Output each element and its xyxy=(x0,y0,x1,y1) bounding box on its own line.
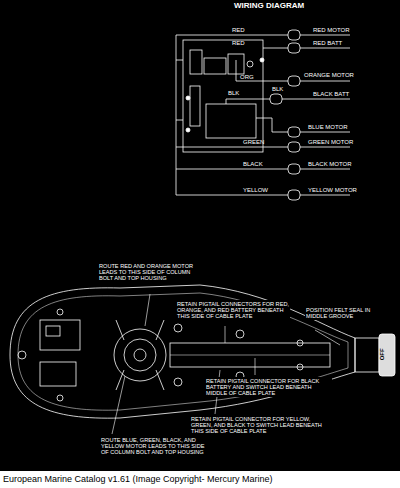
wire-label: RED MOTOR xyxy=(313,27,350,34)
wire-label: GREEN MOTOR xyxy=(308,139,353,146)
wire-label: ORG xyxy=(240,74,254,81)
wires xyxy=(176,35,350,195)
diagram-title: WIRING DIAGRAM xyxy=(234,1,304,10)
wire-label: RED xyxy=(232,27,245,34)
wire-label: YELLOW MOTOR xyxy=(308,187,357,194)
assembly-note: ROUTE RED AND ORANGE MOTOR LEADS TO THIS… xyxy=(98,262,205,282)
switch-position: OFF xyxy=(379,348,386,360)
assembly-note: ROUTE BLUE, GREEN, BLACK, AND YELLOW MOT… xyxy=(100,436,212,456)
wire-label: YELLOW xyxy=(243,187,268,194)
assembly-note: RETAIN PIGTAIL CONNECTOR FOR BLACK BATTE… xyxy=(205,377,332,397)
assembly-note: POSITION FELT SEAL IN MIDDLE GROOVE xyxy=(305,306,385,320)
motor-housing xyxy=(10,285,395,418)
wire-label: BLK xyxy=(228,90,239,97)
wire-label: GREEN xyxy=(243,139,264,146)
wire-label: BLK xyxy=(272,86,283,93)
pigtail-connectors xyxy=(270,30,300,200)
assembly-note: RETAIN PIGTAIL CONNECTOR FOR YELLOW, GRE… xyxy=(190,415,327,435)
assembly-note: RETAIN PIGTAIL CONNECTORS FOR RED, ORANG… xyxy=(176,300,290,320)
wire-label: BLACK BATT xyxy=(313,91,349,98)
wire-label: BLACK MOTOR xyxy=(308,161,352,168)
caption: European Marine Catalog v1.61 (Image Cop… xyxy=(3,474,273,484)
wire-label: BLACK xyxy=(243,161,263,168)
wire-label: BLUE MOTOR xyxy=(308,124,348,131)
illustration xyxy=(0,0,400,471)
wire-label: RED BATT xyxy=(313,40,342,47)
wire-label: RED xyxy=(232,40,245,47)
switch-box xyxy=(176,35,264,195)
wire-label: ORANGE MOTOR xyxy=(304,72,354,79)
